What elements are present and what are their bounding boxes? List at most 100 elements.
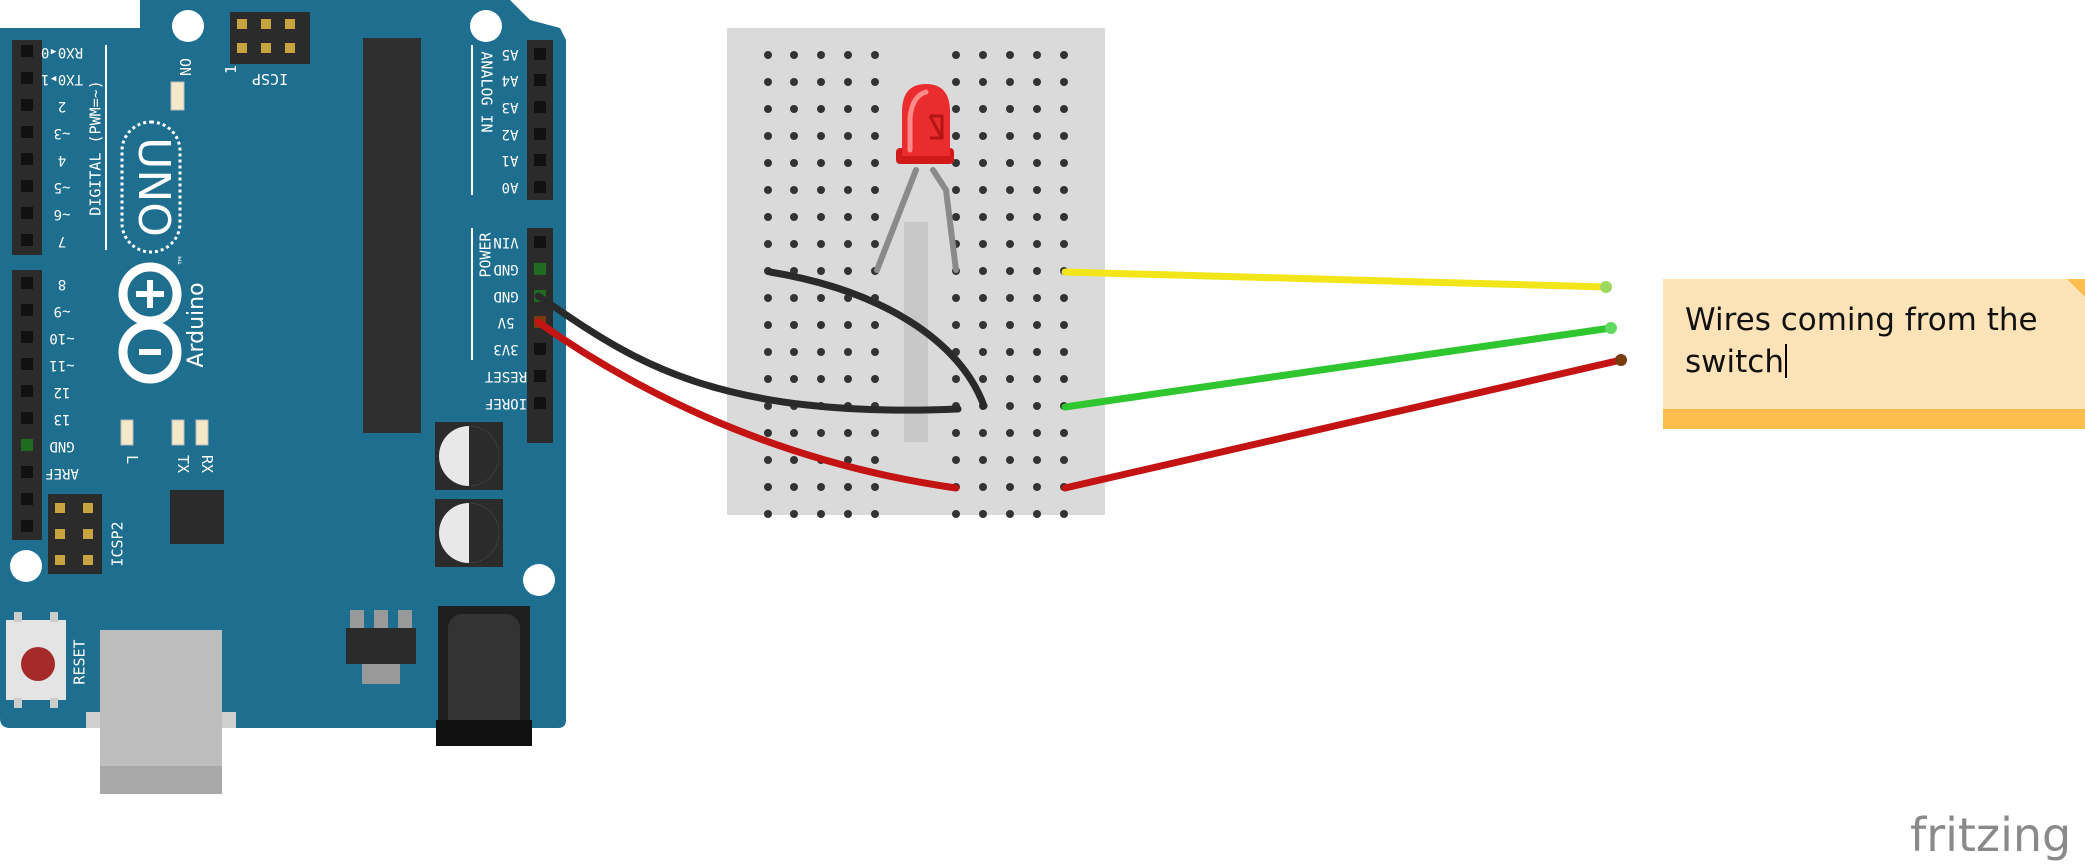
breadboard-hole: [979, 132, 987, 140]
power-pin-label: 3V3: [493, 341, 518, 357]
breadboard-hole: [844, 132, 852, 140]
header-pin: [534, 48, 546, 60]
breadboard-hole: [979, 483, 987, 491]
digital-pin-label: ~6: [54, 206, 71, 222]
black-wire-breadboard[interactable]: [766, 268, 988, 410]
breadboard-hole: [817, 321, 825, 329]
breadboard-hole: [871, 483, 879, 491]
header-pin: [21, 234, 33, 246]
breadboard-hole: [952, 132, 960, 140]
power-pin-label: 5V: [497, 314, 514, 330]
fritzing-watermark: fritzing: [1910, 808, 2072, 862]
voltage-regulator: [346, 610, 416, 684]
power-label: POWER: [477, 231, 495, 277]
breadboard-hole: [1033, 456, 1041, 464]
breadboard-hole: [817, 429, 825, 437]
dc-power-jack: [436, 606, 532, 746]
breadboard-hole: [871, 429, 879, 437]
header-pin: [534, 128, 546, 140]
breadboard-hole: [790, 375, 798, 383]
breadboard-hole: [764, 348, 772, 356]
breadboard-hole: [979, 105, 987, 113]
breadboard-hole: [952, 375, 960, 383]
power-header: [527, 228, 553, 443]
breadboard-hole: [952, 51, 960, 59]
breadboard-hole: [979, 429, 987, 437]
breadboard-hole: [1060, 132, 1068, 140]
header-pin: [21, 358, 33, 370]
breadboard-hole: [979, 510, 987, 518]
red-wire[interactable]: [534, 318, 960, 492]
power-pin-label: IOREF: [485, 395, 527, 411]
breadboard-hole: [1033, 294, 1041, 302]
header-pin: [21, 493, 33, 505]
breadboard-hole: [764, 105, 772, 113]
header-pin: [21, 385, 33, 397]
wire-end: [1605, 322, 1617, 334]
red-led[interactable]: [874, 84, 959, 273]
header-pin: [534, 370, 546, 382]
red-wire-right[interactable]: [1061, 356, 1625, 492]
breadboard-hole: [952, 321, 960, 329]
breadboard-hole: [764, 375, 772, 383]
note-resize-corner[interactable]: [2067, 279, 2085, 297]
breadboard-hole: [764, 51, 772, 59]
breadboard-hole: [1033, 402, 1041, 410]
sticky-note[interactable]: Wires coming from the switch: [1663, 279, 2085, 429]
breadboard-hole: [1033, 429, 1041, 437]
led-l: [120, 419, 134, 446]
breadboard-hole: [764, 321, 772, 329]
breadboard-hole: [1033, 375, 1041, 383]
breadboard-hole: [871, 159, 879, 167]
reset-button[interactable]: [6, 612, 66, 708]
header-pin: [534, 101, 546, 113]
analog-pin-label: A1: [502, 152, 519, 168]
breadboard-hole: [1060, 348, 1068, 356]
breadboard-hole: [979, 240, 987, 248]
breadboard-hole: [1006, 456, 1014, 464]
breadboard-hole: [790, 78, 798, 86]
yellow-wire[interactable]: [1061, 268, 1610, 291]
header-pin: [21, 277, 33, 289]
breadboard-hole: [1033, 510, 1041, 518]
note-text[interactable]: Wires coming from the switch: [1685, 299, 2065, 383]
header-pin: [21, 153, 33, 165]
breadboard-hole: [817, 294, 825, 302]
breadboard-hole: [1060, 456, 1068, 464]
note-line-1: Wires coming from the: [1685, 302, 2038, 338]
digital-pin-label: ~5: [54, 179, 71, 195]
breadboard-hole: [871, 186, 879, 194]
breadboard-hole: [979, 267, 987, 275]
breadboard-hole: [817, 483, 825, 491]
breadboard-hole: [844, 186, 852, 194]
mounting-hole: [172, 10, 204, 42]
breadboard-hole: [817, 78, 825, 86]
mounting-hole: [470, 10, 502, 42]
breadboard-hole: [790, 348, 798, 356]
digital-pin-label: AREF: [45, 465, 79, 481]
led-rx: [195, 419, 209, 446]
breadboard-hole: [1006, 213, 1014, 221]
breadboard-hole: [1006, 429, 1014, 437]
icsp2-pin: [55, 555, 65, 565]
breadboard-hole: [1006, 159, 1014, 167]
icsp2-label: ICSP2: [109, 521, 127, 566]
breadboard-hole: [844, 159, 852, 167]
green-wire[interactable]: [1061, 324, 1615, 411]
breadboard-hole: [844, 375, 852, 383]
breadboard-hole: [871, 321, 879, 329]
icsp-label: ICSP: [252, 70, 288, 88]
breadboard-hole: [790, 456, 798, 464]
breadboard-hole: [764, 240, 772, 248]
breadboard-hole: [844, 240, 852, 248]
capacitor: [435, 422, 503, 490]
breadboard-hole: [1060, 78, 1068, 86]
power-pin-label: GND: [493, 288, 518, 304]
analog-in-label: ANALOG IN: [478, 51, 496, 132]
breadboard-hole: [1033, 483, 1041, 491]
digital-pin-label: 8: [58, 276, 66, 292]
arduino-uno-board[interactable]: ICSP 1 ON UNO Arduino ™ DIGITAL (PWM=~) …: [0, 0, 566, 794]
black-wire[interactable]: [534, 292, 962, 414]
icsp-pin1-label: 1: [222, 65, 240, 74]
